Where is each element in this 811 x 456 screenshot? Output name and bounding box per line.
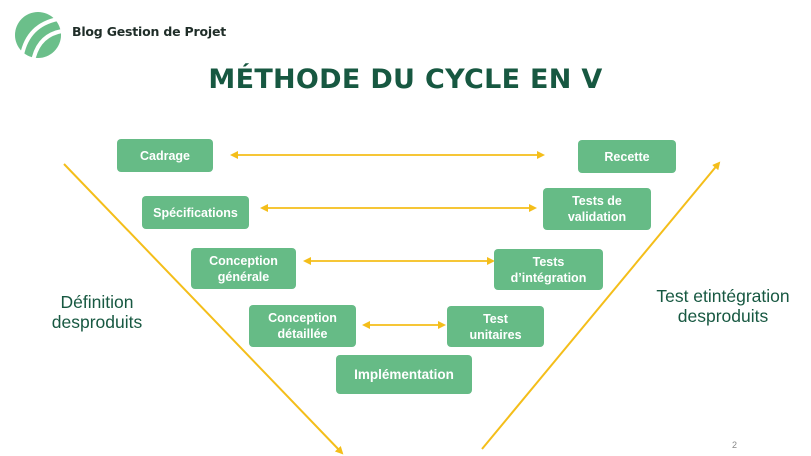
label-text: Définition desproduits [22, 292, 172, 332]
phase-recette-box: Recette [578, 140, 676, 173]
label-line: Conception [209, 253, 278, 268]
page-title: MÉTHODE DU CYCLE EN V [208, 64, 603, 95]
brand-name: Blog Gestion de Projet [72, 24, 227, 39]
side-label-definition: Définition desproduits [22, 292, 172, 332]
label-text: Conception détaillée [268, 310, 337, 342]
label-text: Spécifications [153, 205, 238, 221]
label-line: validation [567, 210, 627, 224]
label-text: Cadrage [140, 148, 190, 164]
label-line: Spécifications [153, 205, 238, 220]
phase-tests-validation-box: Tests de validation [543, 188, 651, 230]
phase-cadrage-box: Cadrage [117, 139, 213, 172]
label-line: Définition des [51, 292, 134, 332]
label-line: intégration des [677, 286, 790, 326]
left-descending-arrow [63, 163, 344, 455]
label-line: Conception [268, 311, 337, 325]
label-text: Test etintégration desproduits [640, 286, 806, 326]
leaf-logo-icon [15, 12, 64, 59]
label-line: produits [79, 312, 143, 332]
phase-specifications-box: Spécifications [142, 196, 249, 229]
label-text: Tests de validation [568, 193, 626, 225]
label-line: unitaires [469, 327, 522, 342]
label-line: Test [483, 311, 508, 326]
label-line: Cadrage [139, 148, 191, 163]
label-line: détaillée [277, 327, 328, 341]
label-line: d’intégration [510, 270, 587, 285]
label-line: Recette [604, 149, 650, 164]
label-line: générale [217, 269, 270, 284]
label-line: Tests de [572, 194, 622, 208]
side-label-test-integration: Test etintégration desproduits [640, 286, 806, 326]
label-line: Tests [532, 254, 565, 269]
page-number: 2 [732, 440, 738, 450]
label-text: Recette [604, 149, 649, 165]
right-ascending-arrow [481, 161, 721, 450]
label-line: Test et [656, 286, 708, 306]
label-line: produits [705, 306, 769, 326]
phase-conception-detaillee-box: Conception détaillée [249, 305, 356, 347]
phase-implementation-box: Implémentation [336, 355, 472, 394]
